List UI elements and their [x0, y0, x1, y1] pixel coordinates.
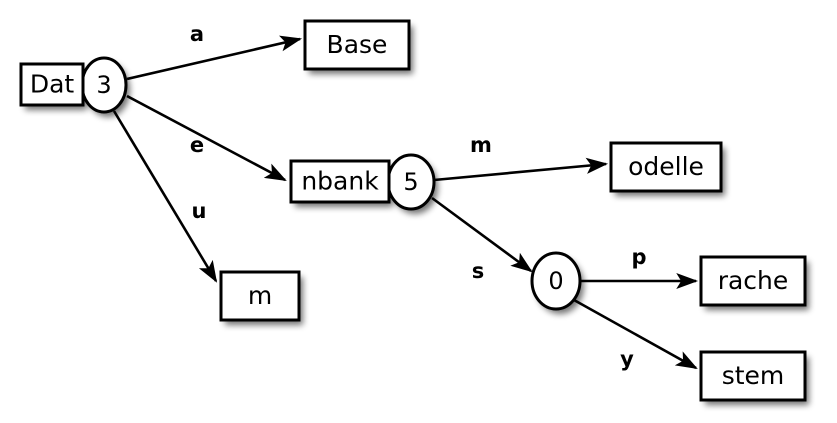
edge-e: [126, 94, 287, 182]
node-shadow-layer: [21, 21, 805, 400]
node-rache[interactable]: rache: [699, 255, 807, 307]
node-m_box[interactable]: m: [219, 270, 301, 322]
edge-label-s: s: [472, 259, 485, 283]
node-label-m_box: m: [248, 281, 272, 310]
node-n5[interactable]: nbank 5: [289, 153, 436, 211]
edge-u: [112, 110, 218, 283]
edge-label-a: a: [190, 22, 204, 46]
node-layer: Dat 3 Base nbank 5 m odelle 0 rache stem: [19, 19, 807, 402]
node-box-odelle: [609, 141, 723, 193]
node-box-n5: [289, 159, 391, 204]
node-label-base: Base: [327, 30, 388, 59]
edge-label-y: y: [620, 347, 634, 371]
node-n3[interactable]: Dat 3: [19, 56, 128, 114]
edge-layer: [112, 35, 699, 370]
node-state-label-n0: 0: [548, 267, 563, 295]
node-label-n5: nbank: [301, 167, 379, 196]
node-odelle[interactable]: odelle: [609, 141, 723, 193]
node-base[interactable]: Base: [303, 19, 411, 71]
edge-label-layer: a e u m s p y: [190, 22, 647, 371]
edge-label-u: u: [192, 199, 207, 223]
node-n0[interactable]: 0: [530, 251, 582, 311]
node-label-rache: rache: [718, 266, 789, 295]
edge-label-e: e: [190, 133, 204, 157]
node-box-rache: [699, 255, 807, 307]
node-box-stem: [699, 350, 807, 402]
node-label-odelle: odelle: [628, 152, 704, 181]
node-state-label-n3: 3: [96, 71, 111, 99]
node-label-stem: stem: [722, 361, 785, 390]
node-box-n3: [19, 62, 85, 107]
node-state-label-n5: 5: [403, 168, 418, 196]
edge-label-m: m: [470, 133, 492, 157]
edge-a: [126, 35, 303, 81]
node-ellipse-n0: [530, 251, 582, 311]
node-label-n3: Dat: [30, 70, 75, 99]
node-box-m_box: [219, 270, 301, 322]
node-stem[interactable]: stem: [699, 350, 807, 402]
node-box-base: [303, 19, 411, 71]
edge-m: [433, 157, 609, 182]
edge-y: [573, 298, 698, 370]
edge-s: [431, 196, 533, 273]
edge-label-p: p: [631, 245, 646, 269]
